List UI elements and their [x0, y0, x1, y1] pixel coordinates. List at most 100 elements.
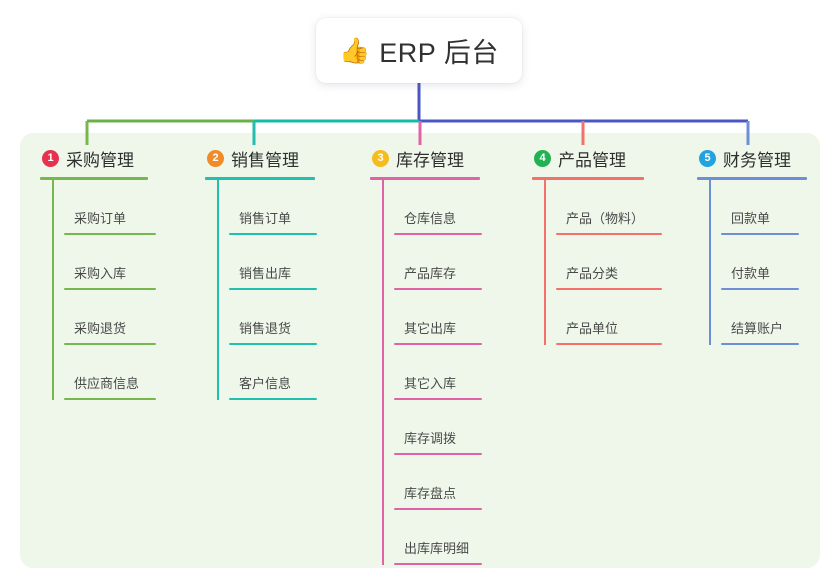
branch-item-list: 产品（物料） 产品分类产品单位 [532, 180, 662, 345]
branch-item[interactable]: 其它入库 [382, 345, 482, 400]
branch-item-label: 其它出库 [404, 321, 457, 336]
branch-column-销售管理: 2 销售管理销售订单销售出库销售退货客户信息 [205, 145, 317, 400]
branch-item[interactable]: 库存调拨 [382, 400, 482, 455]
branch-item-rule [721, 343, 799, 345]
branch-column-财务管理: 5 财务管理回款单付款单结算账户 [697, 145, 807, 345]
branch-header-rule [205, 177, 315, 180]
branch-title: 库存管理 [396, 150, 464, 170]
branch-number-badge: 3 [372, 149, 389, 167]
branch-item-rule [394, 288, 482, 290]
branch-item-rule [64, 398, 156, 400]
branch-item-label: 供应商信息 [74, 376, 140, 391]
thumbs-up-icon: 👍 [339, 37, 371, 65]
branch-item-rule [556, 233, 662, 235]
branch-title: 财务管理 [723, 150, 791, 170]
branch-item[interactable]: 仓库信息 [382, 180, 482, 235]
branch-header-财务管理[interactable]: 5 财务管理 [697, 145, 807, 171]
branch-item[interactable]: 采购入库 [52, 235, 156, 290]
branch-number-badge: 2 [207, 149, 224, 167]
branch-item[interactable]: 产品分类 [544, 235, 662, 290]
branch-item-rule [229, 233, 317, 235]
root-node-label: ERP 后台 [379, 38, 499, 68]
branch-header-rule [40, 177, 148, 180]
branch-item-rule [64, 233, 156, 235]
branch-trunk-line [52, 180, 54, 400]
branch-title: 销售管理 [231, 150, 299, 170]
branch-item-rule [229, 398, 317, 400]
branch-item-label: 其它入库 [404, 376, 457, 391]
branch-header-采购管理[interactable]: 1 采购管理 [40, 145, 148, 171]
branch-item-label: 结算账户 [731, 321, 784, 336]
branch-item-rule [556, 288, 662, 290]
branch-item[interactable]: 出库库明细 [382, 510, 482, 565]
branch-item-list: 销售订单销售出库销售退货客户信息 [205, 180, 317, 400]
branch-item-label: 销售出库 [239, 266, 292, 281]
branch-item-rule [556, 343, 662, 345]
branch-item-rule [394, 508, 482, 510]
branch-item[interactable]: 销售出库 [217, 235, 317, 290]
branch-title: 产品管理 [558, 150, 626, 170]
branch-title: 采购管理 [66, 150, 134, 170]
branch-item-rule [64, 343, 156, 345]
branch-item-rule [394, 233, 482, 235]
branch-item-label: 付款单 [731, 266, 771, 281]
branch-item[interactable]: 产品单位 [544, 290, 662, 345]
branch-item[interactable]: 客户信息 [217, 345, 317, 400]
branch-header-rule [697, 177, 807, 180]
branch-item[interactable]: 销售订单 [217, 180, 317, 235]
branch-item[interactable]: 销售退货 [217, 290, 317, 345]
branch-item-rule [229, 288, 317, 290]
branch-header-产品管理[interactable]: 4 产品管理 [532, 145, 644, 171]
branch-number-badge: 4 [534, 149, 551, 167]
branches-panel [20, 133, 820, 568]
branch-item[interactable]: 采购退货 [52, 290, 156, 345]
branch-item-label: 库存盘点 [404, 486, 457, 501]
branch-number-badge: 5 [699, 149, 716, 167]
branch-column-采购管理: 1 采购管理采购订单采购入库采购退货供应商信息 [40, 145, 156, 400]
branch-trunk-line [709, 180, 711, 345]
branch-header-rule [532, 177, 644, 180]
branch-trunk-line [382, 180, 384, 565]
branch-item-rule [721, 288, 799, 290]
branch-item[interactable]: 结算账户 [709, 290, 807, 345]
branch-item[interactable]: 库存盘点 [382, 455, 482, 510]
branch-item-rule [721, 233, 799, 235]
branch-trunk-line [217, 180, 219, 400]
branch-item-rule [394, 453, 482, 455]
branch-item-label: 销售订单 [239, 211, 292, 226]
branch-item[interactable]: 产品库存 [382, 235, 482, 290]
branch-column-产品管理: 4 产品管理产品（物料） 产品分类产品单位 [532, 145, 662, 345]
branch-item-rule [64, 288, 156, 290]
branch-header-销售管理[interactable]: 2 销售管理 [205, 145, 315, 171]
branch-item-list: 采购订单采购入库采购退货供应商信息 [40, 180, 156, 400]
branch-item-label: 出库库明细 [404, 541, 470, 556]
branch-trunk-line [544, 180, 546, 345]
branch-item[interactable]: 产品（物料） [544, 180, 662, 235]
branch-item[interactable]: 付款单 [709, 235, 807, 290]
branch-item[interactable]: 采购订单 [52, 180, 156, 235]
branch-item-label: 产品库存 [404, 266, 457, 281]
branch-item-rule [394, 343, 482, 345]
root-node[interactable]: 👍 ERP 后台 [316, 18, 522, 83]
branch-item-label: 仓库信息 [404, 211, 457, 226]
branch-item-list: 仓库信息产品库存其它出库其它入库库存调拨库存盘点出库库明细 [370, 180, 482, 565]
branch-item[interactable]: 回款单 [709, 180, 807, 235]
branch-item-rule [229, 343, 317, 345]
branch-item-list: 回款单付款单结算账户 [697, 180, 807, 345]
branch-number-badge: 1 [42, 149, 59, 167]
branch-item-label: 回款单 [731, 211, 771, 226]
branch-item-label: 采购退货 [74, 321, 127, 336]
branch-header-rule [370, 177, 480, 180]
branch-item-label: 产品（物料） [566, 211, 645, 226]
branch-item-label: 客户信息 [239, 376, 292, 391]
branch-item-label: 库存调拨 [404, 431, 457, 446]
branch-item-rule [394, 563, 482, 565]
branch-item[interactable]: 其它出库 [382, 290, 482, 345]
branch-item[interactable]: 供应商信息 [52, 345, 156, 400]
branch-item-label: 采购订单 [74, 211, 127, 226]
branch-item-label: 采购入库 [74, 266, 127, 281]
branch-item-label: 产品分类 [566, 266, 619, 281]
branch-header-库存管理[interactable]: 3 库存管理 [370, 145, 480, 171]
branch-item-label: 产品单位 [566, 321, 619, 336]
